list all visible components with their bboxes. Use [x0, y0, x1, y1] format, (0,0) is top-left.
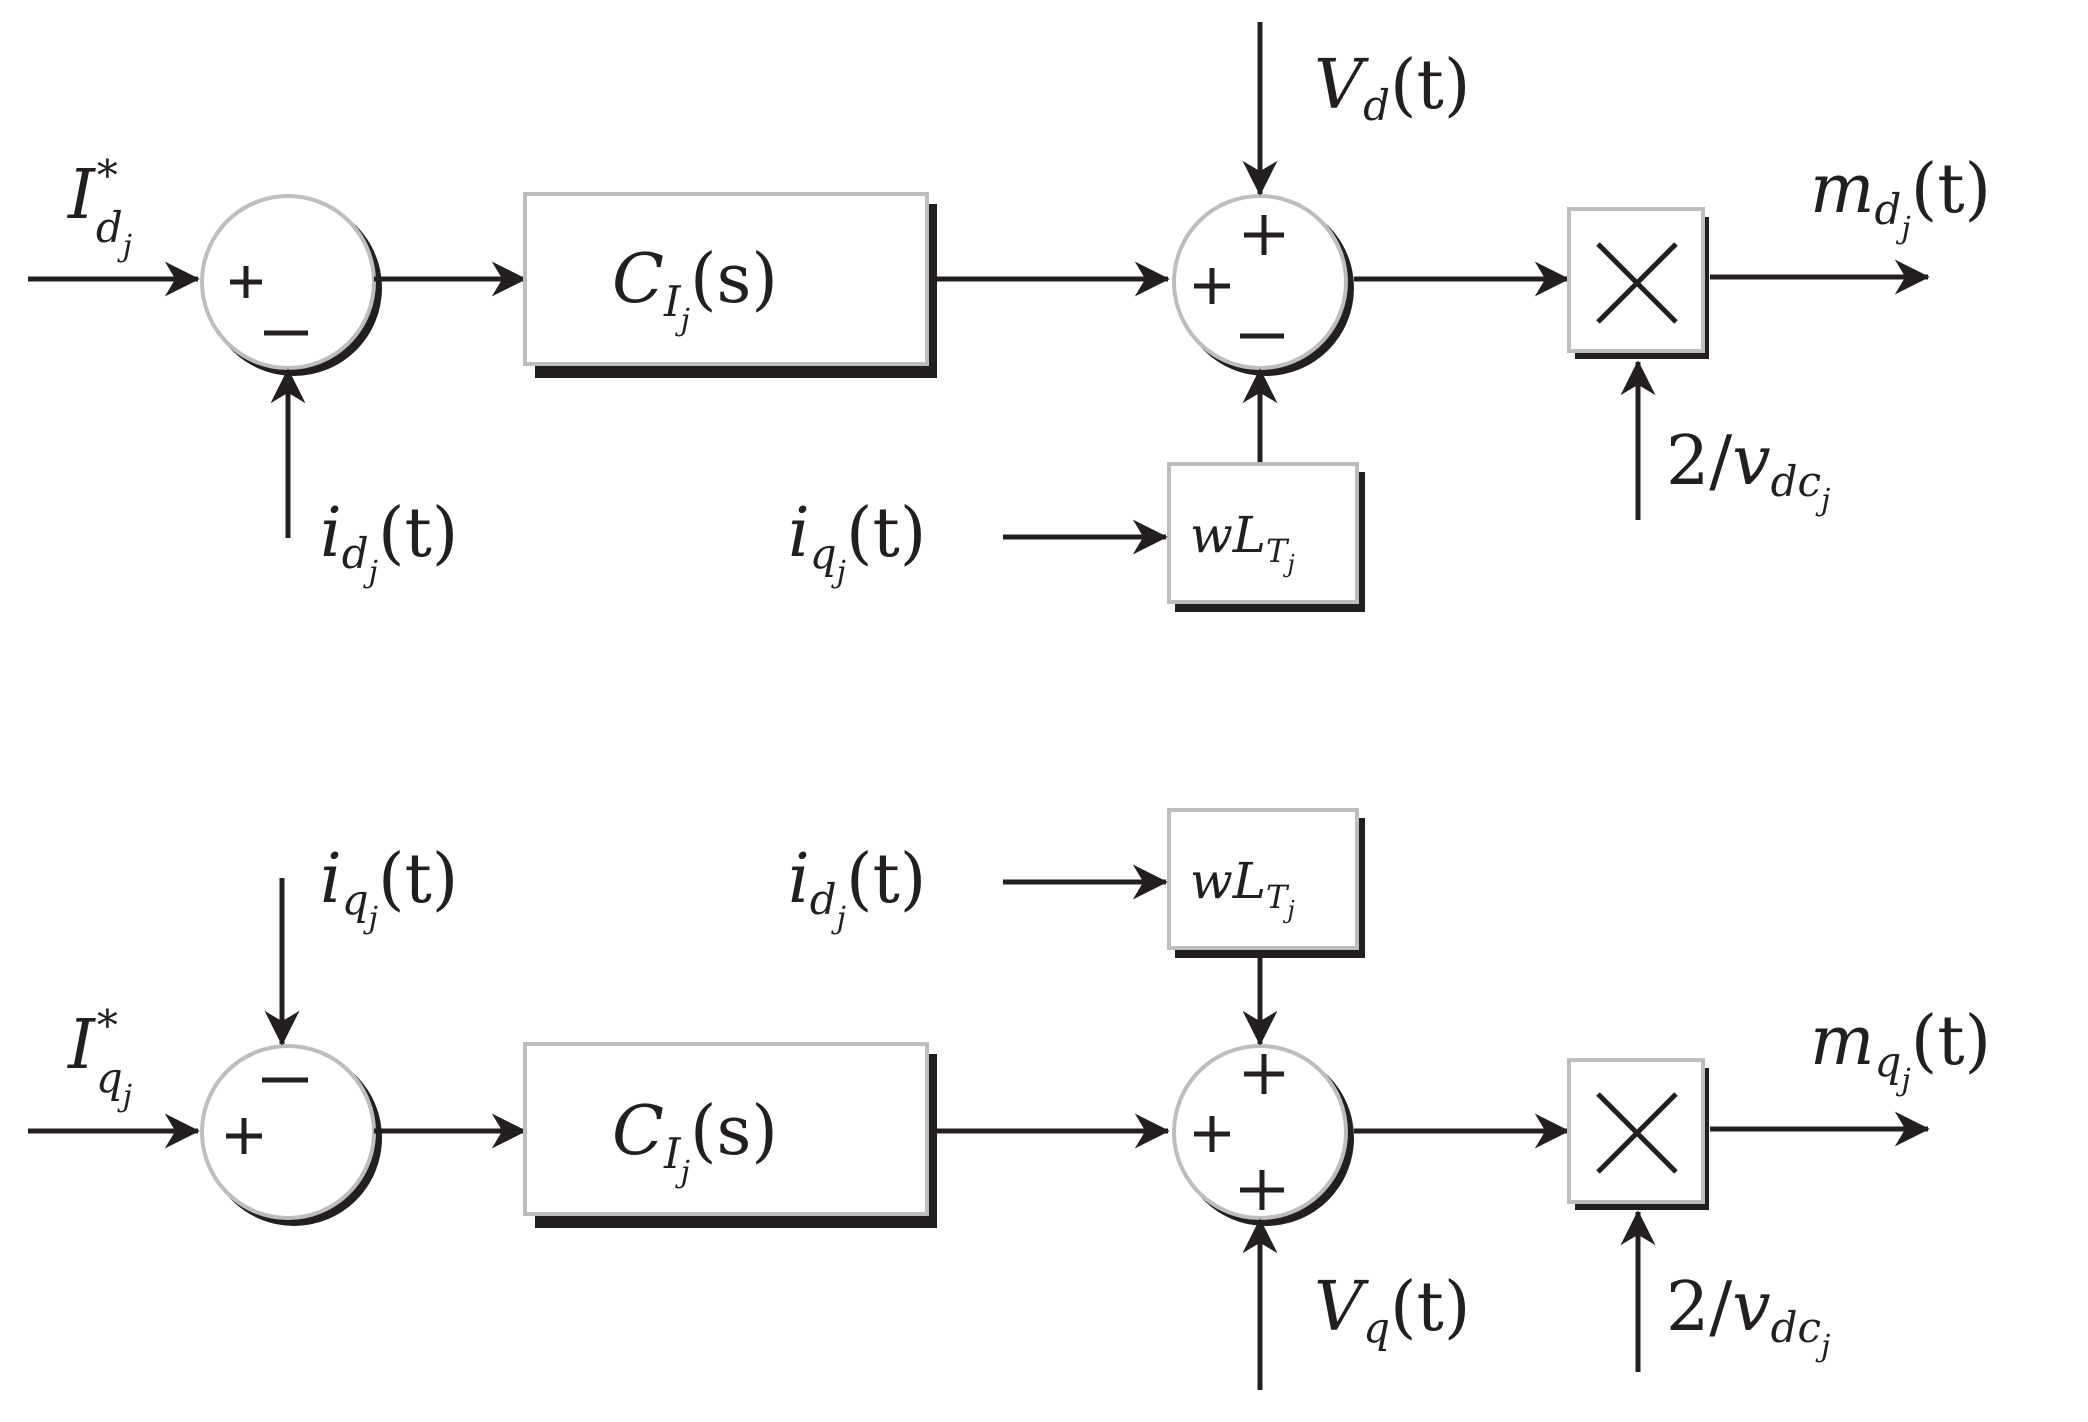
id-feedback-label: idj(t) — [320, 494, 458, 590]
Id-ref-label: I*dj — [66, 151, 132, 264]
q-axis-loop: I*qj iqj(t) CIj(s) idj(t) wLTj Vq(t) mqj… — [28, 808, 1991, 1390]
sum-junction-q — [200, 1044, 382, 1226]
controller-block-q — [523, 1042, 937, 1228]
controller-label-d: CIj(s) — [612, 240, 778, 338]
multiply-icon — [1596, 1092, 1678, 1174]
coupling-label-q: wLTj — [1190, 852, 1295, 924]
id-input-label: idj(t) — [788, 840, 926, 936]
iq-feedback-label: iqj(t) — [320, 840, 458, 936]
sum-junction-d — [200, 194, 382, 376]
coupling-label-d: wLTj — [1190, 506, 1295, 578]
mq-output-label: mqj(t) — [1810, 1002, 1991, 1098]
Iq-ref-label: I*qj — [66, 1001, 132, 1114]
controller-label-q: CIj(s) — [612, 1092, 778, 1190]
coupling-block-q — [1167, 808, 1365, 958]
Vd-label: Vd(t) — [1314, 46, 1470, 130]
vdc-label-q: 2/vdcj — [1666, 1268, 1830, 1364]
multiply-icon — [1596, 242, 1678, 324]
sum-junction-q2 — [1172, 1044, 1354, 1226]
md-output-label: mdj(t) — [1810, 150, 1991, 246]
controller-block-d — [523, 192, 937, 378]
d-axis-loop: I*dj idj(t) CIj(s) Vd(t) iqj(t) wLTj mdj… — [28, 22, 1991, 612]
multiplier-d — [1567, 207, 1709, 359]
Vq-label: Vq(t) — [1314, 1268, 1470, 1352]
coupling-block-d — [1167, 462, 1365, 612]
multiplier-q — [1567, 1058, 1709, 1210]
sum-junction-d2 — [1172, 194, 1354, 376]
vdc-label-d: 2/vdcj — [1666, 422, 1830, 518]
iq-input-label: iqj(t) — [788, 494, 926, 590]
